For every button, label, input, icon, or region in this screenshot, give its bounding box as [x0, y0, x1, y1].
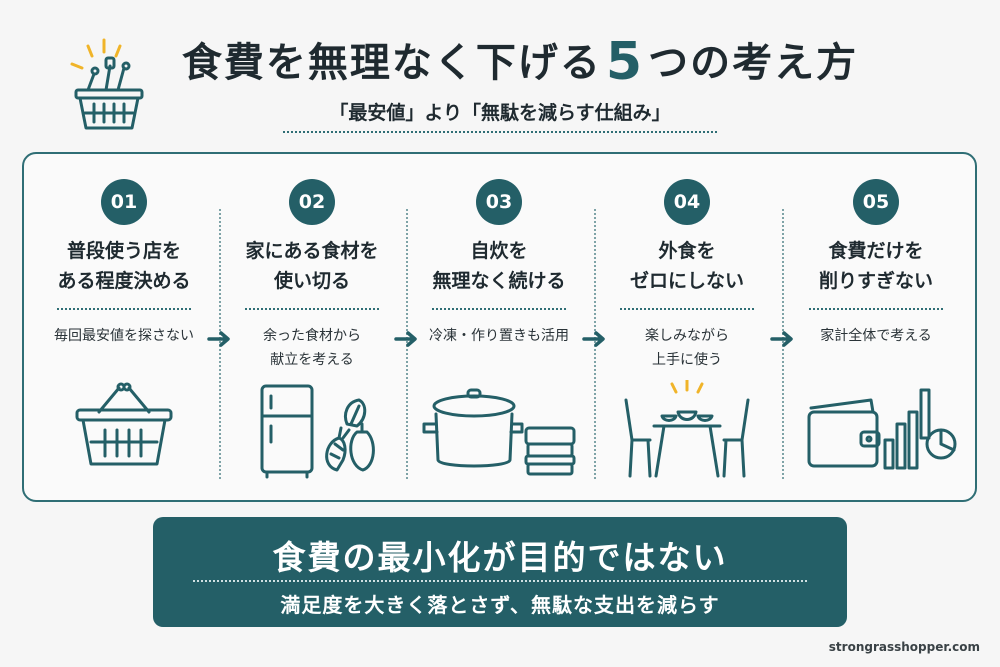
step-number-badge: 04	[664, 179, 710, 225]
step-description: 家計全体で考える	[820, 328, 932, 344]
shopping-basket-icon	[70, 38, 144, 130]
banner-subtext: 満足度を大きく落とさず、無駄な支出を減らす	[280, 593, 720, 617]
subtitle-divider	[283, 131, 717, 133]
step-divider	[432, 308, 566, 310]
refrigerator-vegetables-icon	[260, 384, 375, 479]
step-divider	[57, 308, 191, 310]
step-divider	[245, 308, 379, 310]
steps-panel: 01 普段使う店をある程度決める 毎回最安値を探さない 02 家にある食材を使い…	[22, 152, 977, 502]
step-title: 普段使う店をある程度決める	[57, 240, 191, 292]
banner-divider	[193, 580, 807, 582]
step-number-badge: 03	[476, 179, 522, 225]
step-description: 冷凍・作り置きも活用	[429, 328, 569, 344]
step-card-04: 04 外食をゼロにしない 楽しみながら上手に使う	[592, 154, 782, 500]
step-number-badge: 05	[853, 179, 899, 225]
step-title: 家にある食材を使い切る	[245, 240, 379, 292]
arrow-right-icon	[207, 331, 230, 347]
page-subtitle: 「最安値」より「無駄を減らす仕組み」	[329, 102, 671, 124]
step-description: 毎回最安値を探さない	[54, 328, 194, 344]
conclusion-banner: 食費の最小化が目的ではない 満足度を大きく落とさず、無駄な支出を減らす	[153, 517, 847, 627]
step-card-03: 03 自炊を無理なく続ける 冷凍・作り置きも活用	[404, 154, 594, 500]
step-card-05: 05 食費だけを削りすぎない 家計全体で考える	[781, 154, 971, 500]
banner-headline: 食費の最小化が目的ではない	[272, 538, 728, 577]
step-number-badge: 01	[101, 179, 147, 225]
dining-table-icon	[624, 380, 750, 478]
step-number-badge: 02	[289, 179, 335, 225]
arrow-right-icon	[770, 331, 793, 347]
shopping-basket-icon	[75, 382, 173, 466]
step-card-01: 01 普段使う店をある程度決める 毎回最安値を探さない	[29, 154, 219, 500]
step-description: 楽しみながら上手に使う	[645, 328, 729, 368]
step-divider	[809, 308, 943, 310]
step-title: 食費だけを削りすぎない	[818, 240, 933, 292]
step-divider	[620, 308, 754, 310]
title-number: 5	[605, 32, 645, 92]
pot-containers-icon	[422, 388, 576, 476]
arrow-right-icon	[582, 331, 605, 347]
arrow-right-icon	[394, 331, 417, 347]
step-title: 外食をゼロにしない	[629, 240, 744, 292]
step-title: 自炊を無理なく続ける	[432, 240, 566, 292]
step-description: 余った食材から献立を考える	[263, 328, 361, 368]
wallet-chart-icon	[807, 388, 957, 470]
step-card-02: 02 家にある食材を使い切る 余った食材から献立を考える	[217, 154, 407, 500]
site-credit[interactable]: strongrasshopper.com	[828, 640, 980, 654]
